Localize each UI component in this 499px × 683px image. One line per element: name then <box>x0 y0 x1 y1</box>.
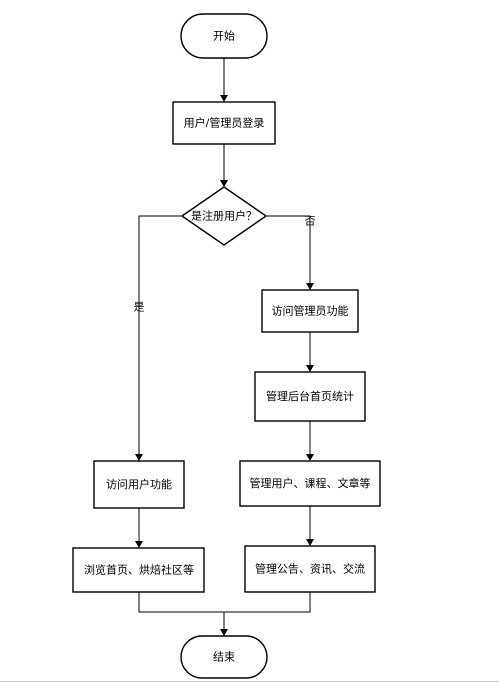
arrowhead <box>220 629 228 636</box>
edge-decision-no <box>266 215 311 283</box>
admin-stats-node: 管理后台首页统计 <box>254 371 366 422</box>
end-label: 结束 <box>213 651 235 664</box>
user-browse-node: 浏览首页、烘焙社区等 <box>72 547 205 593</box>
login-node: 用户/管理员登录 <box>172 101 276 145</box>
edge-merge <box>138 592 311 613</box>
decision-label: 是注册用户？ <box>191 209 257 223</box>
end-node: 结束 <box>180 635 268 679</box>
arrowhead <box>306 539 314 546</box>
arrowhead <box>135 454 143 461</box>
manage-users-label: 管理用户、课程、文章等 <box>250 476 371 490</box>
manage-users-node: 管理用户、课程、文章等 <box>239 460 381 507</box>
connectors <box>135 58 314 636</box>
arrowhead <box>135 541 143 548</box>
yes-label: 是 <box>134 301 145 314</box>
edge-decision-yes <box>138 215 182 454</box>
arrowhead <box>220 95 228 102</box>
start-node: 开始 <box>180 13 268 59</box>
admin-access-label: 访问管理员功能 <box>272 304 349 318</box>
arrowhead <box>306 365 314 372</box>
login-label: 用户/管理员登录 <box>184 116 265 130</box>
start-label: 开始 <box>213 29 235 43</box>
arrowhead <box>306 454 314 461</box>
admin-access-node: 访问管理员功能 <box>261 289 359 333</box>
arrowhead <box>306 283 314 290</box>
arrowhead <box>220 180 228 187</box>
decision-node: 是注册用户？ <box>180 186 268 246</box>
user-browse-label: 浏览首页、烘焙社区等 <box>84 563 194 577</box>
admin-stats-label: 管理后台首页统计 <box>266 389 354 403</box>
user-access-label: 访问用户功能 <box>106 477 172 491</box>
user-access-node: 访问用户功能 <box>93 460 185 509</box>
no-label: 否 <box>305 215 316 228</box>
manage-notices-label: 管理公告、资讯、交流 <box>255 562 365 576</box>
manage-notices-node: 管理公告、资讯、交流 <box>244 545 376 593</box>
